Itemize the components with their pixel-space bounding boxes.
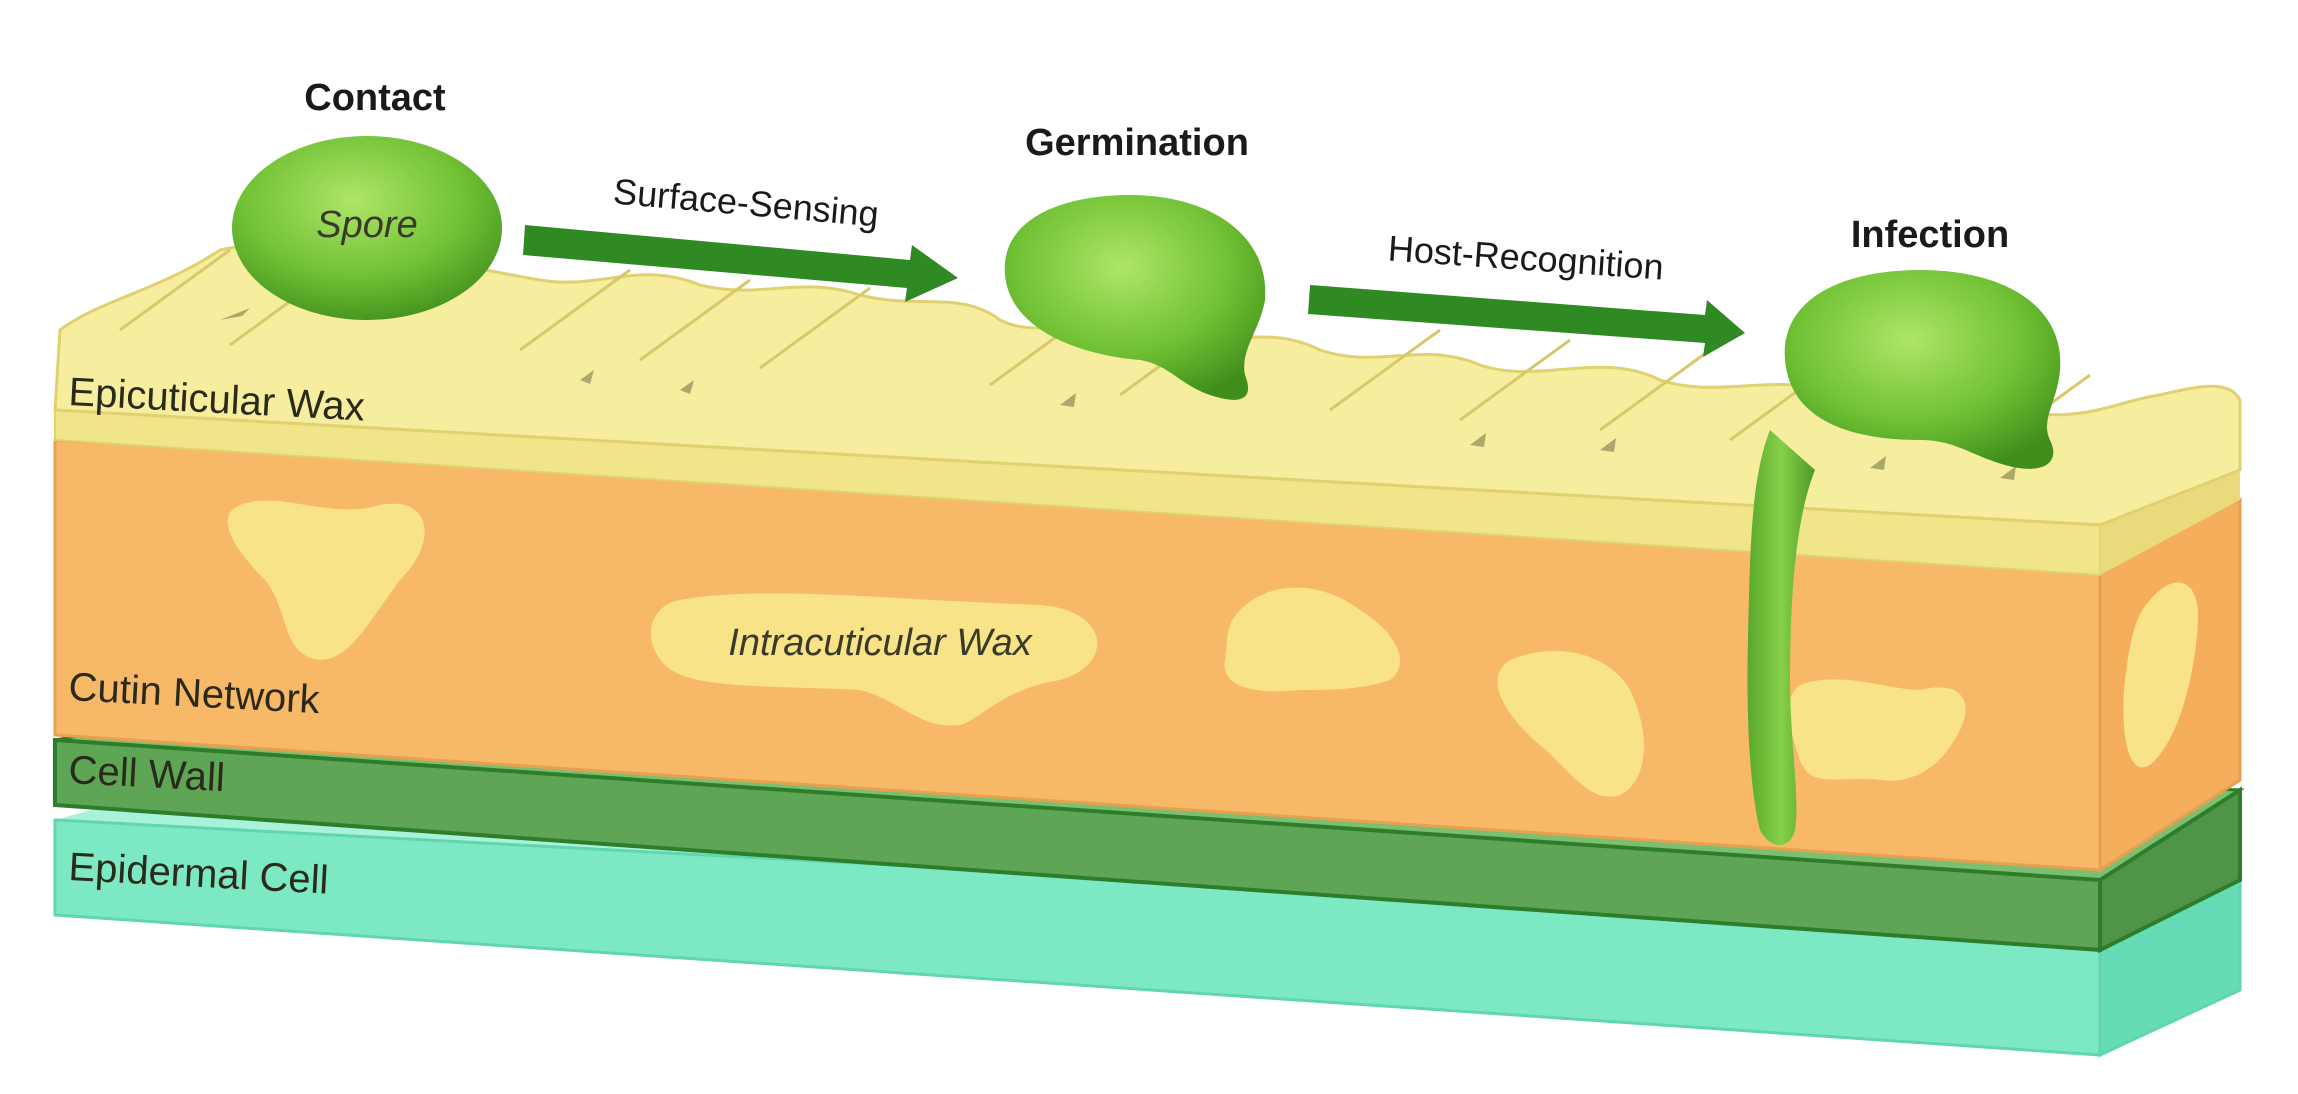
arrow-label-surface-sensing: Surface-Sensing bbox=[612, 171, 881, 235]
wax-pocket bbox=[1497, 651, 1644, 797]
stage-label-infection: Infection bbox=[1851, 214, 2009, 256]
spore-label: Spore bbox=[316, 204, 417, 246]
stage-label-germination: Germination bbox=[1025, 122, 1249, 164]
wax-pocket bbox=[2123, 582, 2199, 768]
spore bbox=[232, 136, 502, 320]
wax-crystal-shadows bbox=[220, 308, 2016, 480]
germinating-spore bbox=[1004, 195, 1266, 400]
penetration-hypha bbox=[1747, 430, 1815, 845]
wax-pocket bbox=[650, 593, 1098, 726]
appressorium bbox=[1784, 270, 2061, 469]
wax-pocket bbox=[1788, 679, 1966, 781]
wax-pocket bbox=[1224, 587, 1400, 692]
layer-label-cell-wall: Cell Wall bbox=[68, 748, 226, 800]
arrow-label-host-recognition: Host-Recognition bbox=[1387, 227, 1665, 287]
host-recognition-arrow bbox=[1308, 285, 1745, 357]
intracuticular-wax-label: Intracuticular Wax bbox=[728, 622, 1033, 664]
wax-pocket bbox=[227, 500, 425, 660]
infecting-fungus bbox=[1747, 270, 2061, 845]
intracuticular-wax-pockets bbox=[227, 500, 2199, 797]
stage-label-contact: Contact bbox=[304, 77, 446, 119]
surface-sensing-arrow bbox=[523, 225, 958, 302]
